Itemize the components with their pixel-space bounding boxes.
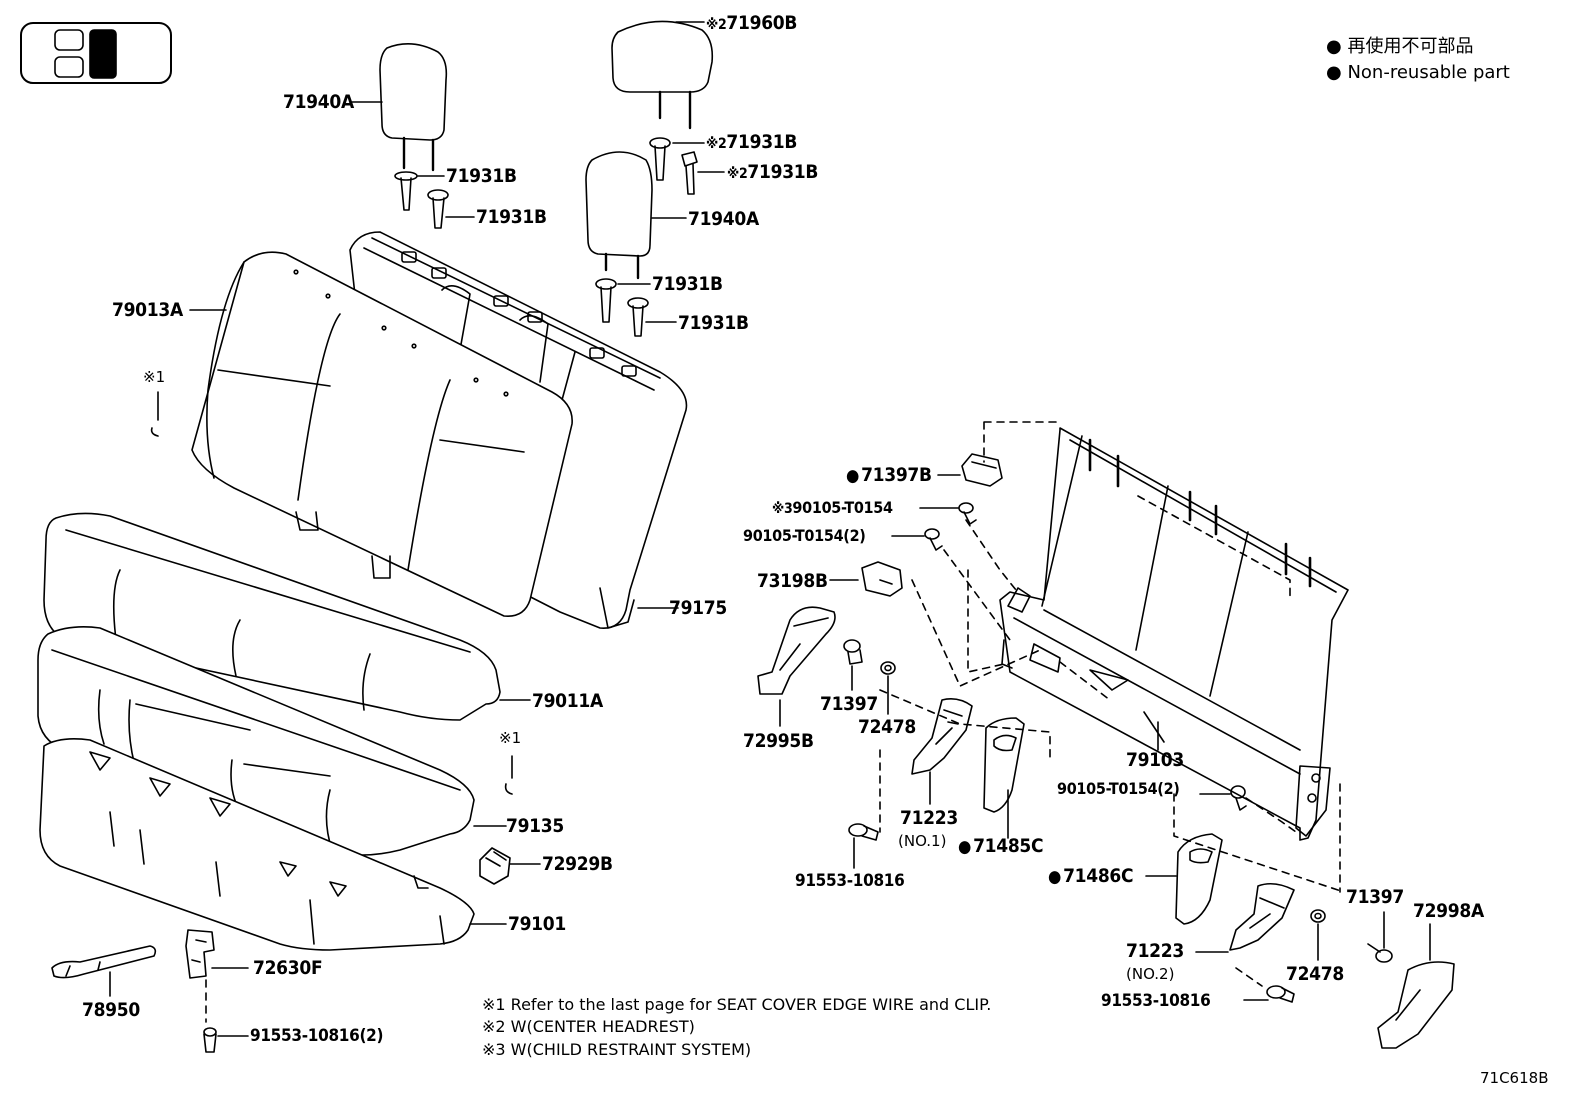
label-71931b-5[interactable]: 71931B xyxy=(652,273,723,295)
nut-72478-b xyxy=(1310,909,1326,961)
legend-line-en: ● Non-reusable part xyxy=(1326,60,1510,86)
label-71397-b[interactable]: 71397 xyxy=(1346,886,1404,908)
clip-note1-mid xyxy=(504,755,513,795)
label-71223-no1[interactable]: 71223 xyxy=(900,807,958,829)
hinge-cover-71223-no2 xyxy=(1195,882,1295,953)
label-71397b[interactable]: 71397B xyxy=(846,464,932,487)
label-91553-10816-2[interactable]: 91553-10816(2) xyxy=(250,1026,384,1046)
label-71223-no2[interactable]: 71223 xyxy=(1126,940,1184,962)
label-79135[interactable]: 79135 xyxy=(506,815,564,837)
label-72478-a[interactable]: 72478 xyxy=(858,716,916,738)
label-91553-10816-b[interactable]: 91553-10816 xyxy=(1101,991,1211,1011)
bolt-71397-b xyxy=(1367,911,1393,963)
sublabel-no1: (NO.1) xyxy=(898,832,947,850)
legend-text-en: Non-reusable part xyxy=(1347,62,1510,83)
label-71931b-2[interactable]: 71931B xyxy=(476,206,547,228)
cover-71486c xyxy=(1145,833,1223,925)
bolt-71397-a xyxy=(843,639,863,691)
label-79101[interactable]: 79101 xyxy=(508,913,566,935)
label-71931b-4[interactable]: ※271931B xyxy=(727,161,819,183)
bolt-90105-a xyxy=(919,502,977,525)
seat-cushion-pad xyxy=(37,626,507,856)
legend-bullet: ● xyxy=(1326,62,1342,83)
note-mark-1-mid: ※1 xyxy=(499,729,522,747)
label-90105-t0154-a[interactable]: ※390105-T0154 xyxy=(772,498,893,517)
label-71486c[interactable]: 71486C xyxy=(1048,865,1134,888)
label-79175[interactable]: 79175 xyxy=(669,597,727,619)
footnote-1: ※1 Refer to the last page for SEAT COVER… xyxy=(482,995,992,1014)
bolt-91553-a xyxy=(848,823,879,869)
headrest-center xyxy=(611,20,714,130)
label-71931b-1[interactable]: 71931B xyxy=(446,165,517,187)
label-71931b-3[interactable]: ※271931B xyxy=(706,131,798,153)
strap-78950 xyxy=(51,945,157,997)
dashed-guides xyxy=(879,421,1345,987)
label-71940a-right[interactable]: 71940A xyxy=(688,208,759,230)
label-71940a-left[interactable]: 71940A xyxy=(283,91,354,113)
label-72929b[interactable]: 72929B xyxy=(542,853,613,875)
part-73198b xyxy=(829,561,903,597)
legend: ● 再使用不可部品 ● Non-reusable part xyxy=(1326,34,1510,86)
sublabel-no2: (NO.2) xyxy=(1126,965,1175,983)
legend-bullet: ● xyxy=(1326,36,1342,57)
bolt-90105-b xyxy=(891,528,943,551)
hinge-cover-71223-no1 xyxy=(911,698,973,805)
label-72998a[interactable]: 72998A xyxy=(1413,900,1484,922)
part-71397b xyxy=(937,453,1003,487)
label-71485c[interactable]: 71485C xyxy=(958,835,1044,858)
seat-cushion-cover xyxy=(43,512,531,721)
label-71931b-6[interactable]: 71931B xyxy=(678,312,749,334)
seat-location-icon xyxy=(20,22,172,84)
bolt-91553-b xyxy=(1243,985,1295,1003)
footnote-3: ※3 W(CHILD RESTRAINT SYSTEM) xyxy=(482,1040,752,1059)
note-mark-1-top: ※1 xyxy=(143,368,166,386)
cover-72998a xyxy=(1377,923,1455,1049)
legend-text-ja: 再使用不可部品 xyxy=(1347,36,1474,57)
seat-cushion-frame xyxy=(39,738,507,951)
clip-72929b xyxy=(479,847,541,885)
cover-72995b xyxy=(757,606,836,727)
headrest-guides-right xyxy=(595,278,677,337)
headrest-left xyxy=(351,43,448,172)
bolt-90105-c xyxy=(1199,785,1247,811)
label-71960b[interactable]: ※271960B xyxy=(706,12,798,34)
footnote-2: ※2 W(CENTER HEADREST) xyxy=(482,1017,695,1036)
label-79103[interactable]: 79103 xyxy=(1126,749,1184,771)
label-71397-a[interactable]: 71397 xyxy=(820,693,878,715)
nut-72478-a xyxy=(880,661,896,715)
label-72630f[interactable]: 72630F xyxy=(253,957,323,979)
seatback-frame xyxy=(999,427,1349,841)
headrest-guides-center xyxy=(649,137,725,195)
clip-note1-top xyxy=(150,391,159,437)
label-72478-b[interactable]: 72478 xyxy=(1286,963,1344,985)
legend-line-ja: ● 再使用不可部品 xyxy=(1326,34,1510,60)
label-79013a[interactable]: 79013A xyxy=(112,299,183,321)
seatback-front-cover xyxy=(189,251,573,617)
label-72995b[interactable]: 72995B xyxy=(743,730,814,752)
label-90105-t0154-c[interactable]: 90105-T0154(2) xyxy=(1057,779,1180,798)
label-91553-10816-a[interactable]: 91553-10816 xyxy=(795,871,905,891)
label-73198b[interactable]: 73198B xyxy=(757,570,828,592)
headrest-right xyxy=(585,151,687,280)
figure-code: 71C618B xyxy=(1480,1069,1549,1087)
headrest-guides-left xyxy=(394,171,475,229)
bracket-72630f xyxy=(185,929,249,1053)
cover-71485c xyxy=(983,717,1025,839)
label-90105-t0154-b[interactable]: 90105-T0154(2) xyxy=(743,526,866,545)
label-79011a[interactable]: 79011A xyxy=(532,690,603,712)
label-78950[interactable]: 78950 xyxy=(82,999,140,1021)
